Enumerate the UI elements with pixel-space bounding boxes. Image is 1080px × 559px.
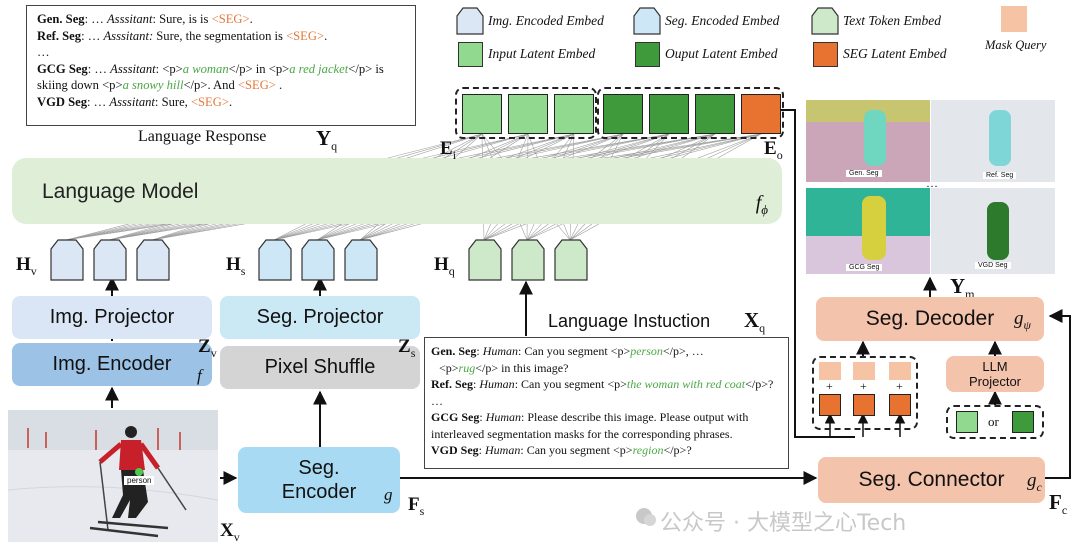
input-latent-legend-icon	[458, 42, 483, 67]
language-model-block: Language Model fϕ	[12, 158, 782, 224]
seg-latent-token	[889, 394, 911, 416]
seg-latent-token	[741, 94, 781, 134]
language-response-box: Gen. Seg: … Asssitant: Sure, is is <SEG>…	[26, 5, 416, 126]
legend-mask-query: Mask Query	[985, 38, 1047, 52]
input-latent-token	[462, 94, 502, 134]
pixel-shuffle: Pixel Shuffle	[220, 346, 420, 389]
language-instruction-box: Gen. Seg: Human: Can you segment <p>pers…	[424, 337, 789, 469]
seg-decoder-fn: gψ	[1014, 308, 1031, 332]
seg-encoded-legend-icon	[633, 7, 661, 35]
gcg-seg-panel: GCG Seg	[806, 188, 930, 274]
legend-seg-encoded: Seg. Encoded Embed	[665, 13, 780, 28]
response-symbol: Yq	[316, 126, 338, 154]
img-encoder-fn: f	[197, 366, 202, 385]
plus-sign: +	[826, 379, 833, 393]
hs-label: Hs	[226, 254, 246, 278]
seg-latent-token	[819, 394, 841, 416]
ref-seg-panel: Ref. Seg	[931, 100, 1055, 182]
mask-query-token	[819, 362, 841, 380]
or-label: or	[988, 414, 999, 429]
language-model-label: Language Model	[42, 180, 199, 203]
output-latent-token	[603, 94, 643, 134]
seg-latent-token	[853, 394, 875, 416]
hq-label: Hq	[434, 254, 455, 278]
watermark: 公众号 · 大模型之心Tech	[660, 511, 907, 536]
language-instruction-caption: Language Instuction	[548, 311, 711, 331]
seg-projector: Seg. Projector	[220, 296, 420, 339]
img-projector: Img. Projector	[12, 296, 212, 339]
skier-input-image	[8, 410, 218, 542]
seg-encoder: Seg.Encoder	[238, 447, 400, 513]
hv-tokens	[50, 239, 170, 281]
text-token-legend-icon	[811, 7, 839, 35]
output-latent-token	[649, 94, 689, 134]
seg-latent-path	[781, 109, 855, 438]
hs-tokens	[258, 239, 378, 281]
instruction-symbol: Xq	[744, 308, 766, 336]
seg-latent-legend-icon	[813, 42, 838, 67]
output-latent-group	[597, 87, 784, 139]
legend-text-token: Text Token Embed	[843, 13, 941, 28]
legend-img-encoded: Img. Encoded Embed	[488, 13, 604, 28]
input-latent-group	[455, 87, 597, 139]
ei-label: Ei	[440, 138, 457, 162]
eo-label: Eo	[764, 138, 783, 162]
wechat-icon	[636, 508, 656, 526]
legend-output-latent: Ouput Latent Embed	[665, 46, 778, 61]
mask-query-token	[853, 362, 875, 380]
output-latent-token	[695, 94, 735, 134]
output-latent-token	[1012, 411, 1034, 433]
person-tag: person	[124, 476, 155, 485]
legend-seg-latent: SEG Latent Embed	[843, 46, 947, 61]
seg-connector: Seg. Connector	[818, 457, 1045, 503]
plus-sign: +	[860, 379, 867, 393]
input-latent-token	[956, 411, 978, 433]
latent-choice-group	[946, 405, 1044, 439]
legend-input-latent: Input Latent Embed	[488, 46, 596, 61]
gen-seg-panel: Gen. Seg	[806, 100, 930, 182]
hq-tokens	[468, 239, 588, 281]
language-response-caption: Language Response	[138, 128, 267, 145]
mask-query-legend-icon	[1001, 6, 1027, 32]
img-encoder: Img. Encoder	[12, 343, 212, 386]
xv-label: Xv	[220, 520, 240, 544]
plus-sign: +	[896, 379, 903, 393]
language-model-fn: fϕ	[755, 192, 768, 217]
fs-label: Fs	[408, 494, 425, 518]
mask-query-group	[812, 356, 918, 430]
vgd-seg-panel: VGD Seg	[931, 188, 1055, 274]
zv-label: Zv	[198, 336, 217, 360]
ym-label: Ym	[950, 274, 975, 302]
output-latent-legend-icon	[635, 42, 660, 67]
img-encoded-legend-icon	[456, 7, 484, 35]
seg-encoder-fn: g	[384, 485, 393, 504]
input-latent-token	[554, 94, 594, 134]
input-latent-token	[508, 94, 548, 134]
mask-query-token	[889, 362, 911, 380]
panel-ellipsis: …	[926, 176, 938, 190]
seg-decoder: Seg. Decoder	[816, 297, 1044, 341]
hv-label: Hv	[16, 254, 37, 278]
fc-label: Fc	[1049, 490, 1068, 518]
zs-label: Zs	[398, 336, 416, 360]
seg-connector-fn: gc	[1027, 470, 1042, 494]
